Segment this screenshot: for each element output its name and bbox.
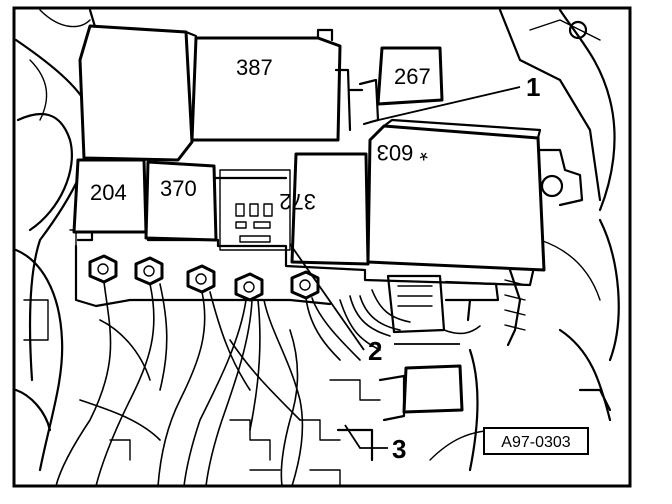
- relay-603-label: * 603: [377, 140, 428, 165]
- relay-267: 267: [348, 46, 444, 126]
- multi-pin-connector: [386, 274, 500, 334]
- stud-5: [290, 270, 320, 300]
- callout-1: 1: [369, 72, 540, 123]
- relay-267-label: 267: [394, 64, 431, 89]
- relay-370: 370: [144, 160, 218, 242]
- wiring-harness: [55, 281, 481, 487]
- terminal-studs: [88, 254, 320, 302]
- relay-387: 387: [190, 28, 352, 142]
- relay-unlabeled-left: [78, 24, 198, 162]
- callout-2-number: 2: [368, 336, 382, 366]
- relay-204: 204: [72, 158, 148, 234]
- stud-4: [234, 272, 264, 302]
- stud-2: [134, 256, 164, 286]
- relay-372-label: 372: [279, 189, 316, 214]
- relay-204-label: 204: [90, 180, 127, 205]
- relay-370-label: 370: [160, 176, 197, 201]
- stud-1: [88, 254, 118, 284]
- stud-3: [186, 264, 216, 294]
- figure-border: [12, 6, 632, 488]
- relay-387-label: 387: [236, 55, 273, 80]
- lower-frame-detail: [109, 379, 381, 487]
- figure-reference-box: A97-0303: [483, 427, 589, 455]
- callout-3: 3: [344, 424, 406, 464]
- right-background-structure: [429, 8, 620, 472]
- callout-1-number: 1: [526, 72, 540, 102]
- relay-372: 372: [279, 152, 370, 266]
- callout-2: 2: [289, 243, 460, 366]
- figure-reference-text: A97-0303: [501, 434, 570, 451]
- callout-3-number: 3: [392, 434, 406, 464]
- relay-603: * 603: [366, 118, 546, 272]
